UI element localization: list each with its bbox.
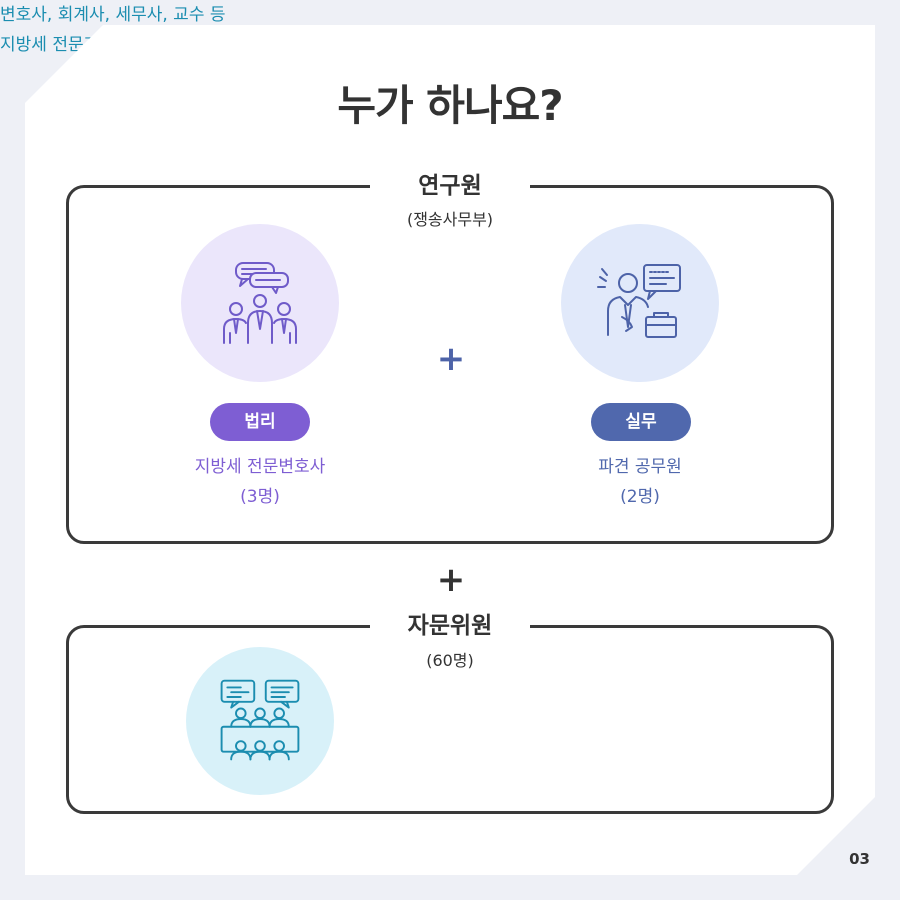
advisors-description: 변호사, 회계사, 세무사, 교수 등 지방세 전문가 xyxy=(0,0,300,60)
page-title: 누가 하나요? xyxy=(337,81,563,130)
advisors-sublabel: (60명) xyxy=(426,651,474,670)
meeting-table-icon xyxy=(220,679,300,761)
businessman-presentation-icon xyxy=(597,264,681,338)
legal-badge: 법리 xyxy=(210,403,310,441)
researchers-sublabel: (쟁송사무부) xyxy=(406,210,494,229)
practical-icon-circle xyxy=(561,224,719,382)
group-discussion-icon xyxy=(223,262,297,344)
page-number: 03 xyxy=(849,850,870,868)
page-card xyxy=(25,25,875,875)
advisors-label-wrap: 자문위원 xyxy=(370,608,530,644)
legal-line1: 지방세 전문변호사 xyxy=(194,457,326,477)
advisors-line2: 지방세 전문가 xyxy=(0,35,100,55)
researchers-label-wrap: 연구원 xyxy=(370,168,530,204)
advisors-icon-circle xyxy=(186,647,334,795)
practical-badge: 실무 xyxy=(591,403,691,441)
legal-description: 지방세 전문변호사 (3명) xyxy=(160,452,360,512)
advisors-label: 자문위원 xyxy=(407,613,493,639)
researchers-label: 연구원 xyxy=(418,173,482,199)
section-plus-icon: + xyxy=(436,560,466,600)
legal-line2: (3명) xyxy=(240,487,280,507)
legal-icon-circle xyxy=(181,224,339,382)
practical-line2: (2명) xyxy=(620,487,660,507)
practical-line1: 파견 공무원 xyxy=(598,457,682,477)
practical-description: 파견 공무원 (2명) xyxy=(540,452,740,512)
plus-icon: + xyxy=(436,339,466,379)
advisors-line1: 변호사, 회계사, 세무사, 교수 등 xyxy=(0,5,226,25)
